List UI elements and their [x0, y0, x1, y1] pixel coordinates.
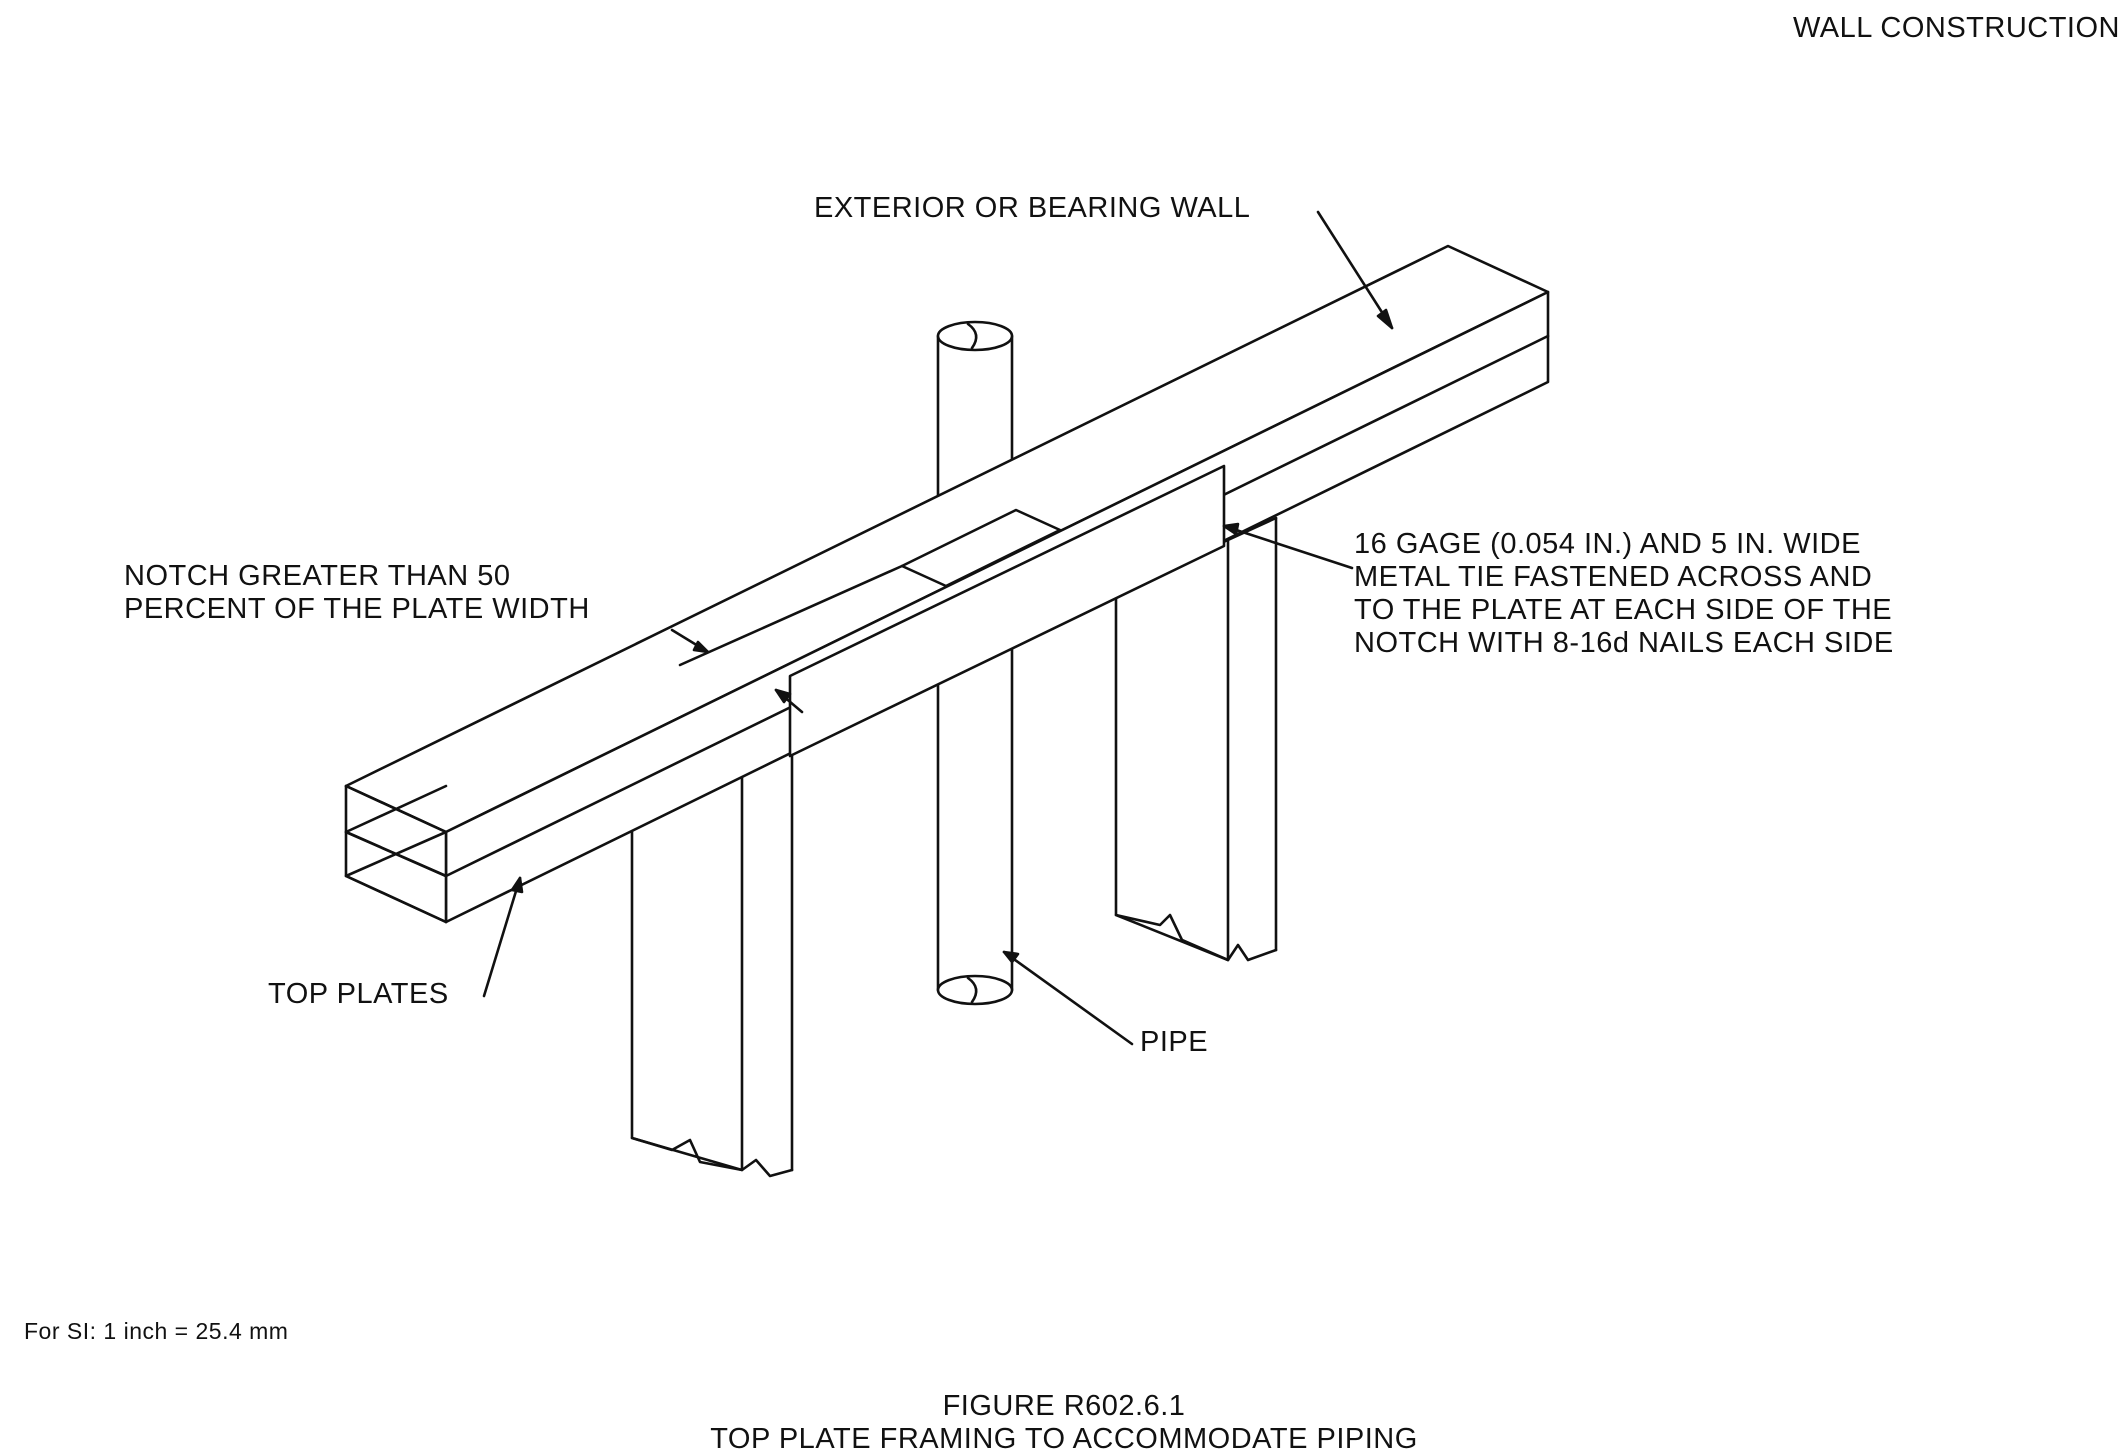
- leader-top-plates: [482, 876, 524, 998]
- label-metal-tie-line-3: TO THE PLATE AT EACH SIDE OF THE: [1354, 594, 1893, 626]
- nail-holes-right: [1172, 486, 1212, 544]
- section-title: WALL CONSTRUCTION: [1793, 12, 2120, 44]
- label-metal-tie: 16 GAGE (0.054 IN.) AND 5 IN. WIDE METAL…: [1354, 528, 1894, 660]
- label-notch-line-2: PERCENT OF THE PLATE WIDTH: [124, 593, 590, 625]
- metal-tie: [788, 464, 1226, 758]
- figure-title: TOP PLATE FRAMING TO ACCOMMODATE PIPING: [710, 1423, 1418, 1455]
- label-pipe: PIPE: [1140, 1026, 1209, 1058]
- label-top-plates: TOP PLATES: [268, 978, 449, 1010]
- leader-metal-tie-left: [774, 688, 804, 714]
- leader-wall: [1316, 210, 1394, 330]
- label-notch: NOTCH GREATER THAN 50 PERCENT OF THE PLA…: [124, 560, 590, 626]
- figure-number: FIGURE R602.6.1: [942, 1390, 1186, 1422]
- label-metal-tie-line-1: 16 GAGE (0.054 IN.) AND 5 IN. WIDE: [1354, 528, 1861, 560]
- label-wall: EXTERIOR OR BEARING WALL: [814, 192, 1251, 224]
- label-metal-tie-line-4: NOTCH WITH 8-16d NAILS EACH SIDE: [1354, 627, 1894, 659]
- figure-caption: FIGURE R602.6.1 TOP PLATE FRAMING TO ACC…: [0, 1390, 2128, 1456]
- leader-metal-tie-right: [1222, 522, 1354, 570]
- footnote-si: For SI: 1 inch = 25.4 mm: [24, 1318, 289, 1344]
- label-notch-line-1: NOTCH GREATER THAN 50: [124, 560, 511, 592]
- nail-holes-left: [804, 672, 844, 734]
- leader-pipe: [1002, 950, 1134, 1046]
- stud-right: [1114, 516, 1278, 962]
- label-metal-tie-line-2: METAL TIE FASTENED ACROSS AND: [1354, 561, 1873, 593]
- leader-notch: [670, 628, 710, 654]
